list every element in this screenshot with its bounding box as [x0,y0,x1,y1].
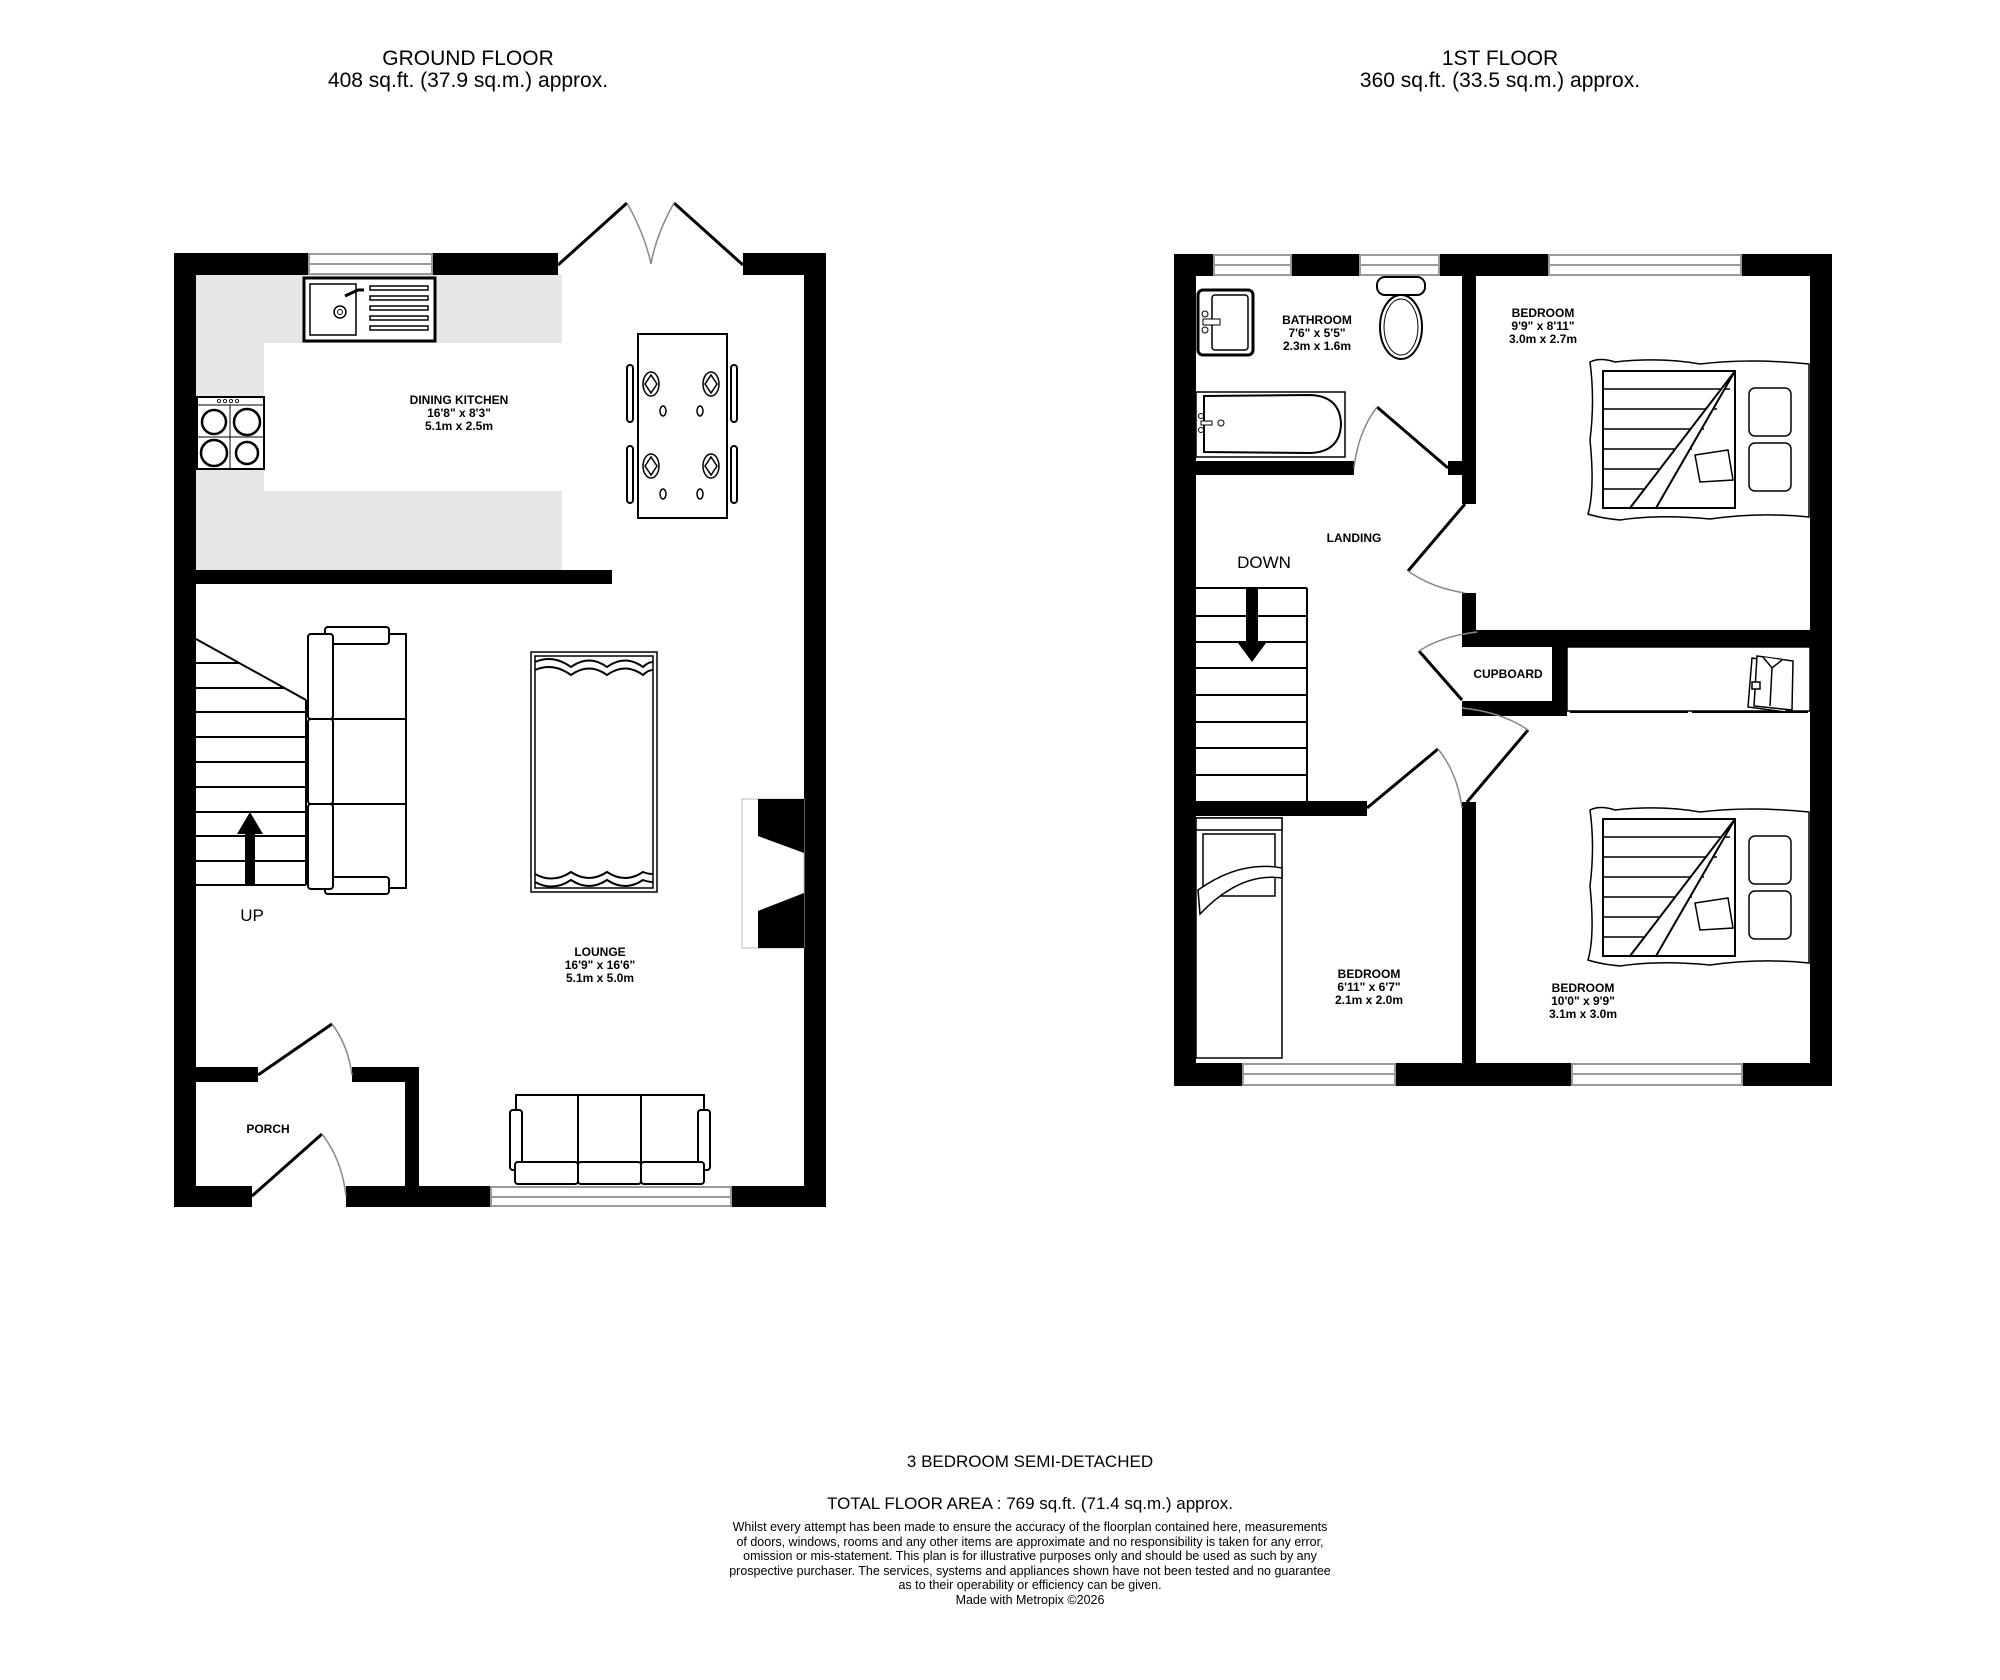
single-bed-icon [1195,817,1283,1059]
double-bed-icon [1587,358,1810,521]
ground-floor-windows [308,253,732,1207]
disclaimer: Whilst every attempt has been made to en… [600,1520,1460,1607]
room-size-imperial: 16'9" x 16'6" [564,958,636,972]
credit: Made with Metropix ©2026 [955,1592,1105,1607]
first-floor-windows [1213,254,1743,1086]
bath-icon [1195,391,1346,458]
room-label-bedroom-3: BEDROOM 10'0" x 9'9" 3.1m x 3.0m [1549,982,1617,1021]
shirt-icon [1747,655,1794,713]
first-floor-area: 360 sq.ft. (33.5 sq.m.) approx. [1359,69,1641,92]
disclaimer-line: as to their operability or efficiency ca… [898,1578,1162,1592]
room-label-bathroom: BATHROOM 7'6" x 5'5" 2.3m x 1.6m [1282,314,1352,353]
room-size-metric: 3.1m x 3.0m [1548,1007,1618,1021]
french-doors [556,201,745,267]
room-size-metric: 5.1m x 2.5m [424,419,494,433]
room-name: PORCH [246,1122,290,1136]
wardrobe-icon [1566,646,1811,713]
room-size-imperial: 7'6" x 5'5" [1288,326,1346,340]
room-label-bedroom-2: BEDROOM 6'11" x 6'7" 2.1m x 2.0m [1335,968,1403,1007]
room-label-lounge: LOUNGE 16'9" x 16'6" 5.1m x 5.0m [565,946,635,985]
room-size-imperial: 16'8" x 8'3" [427,406,491,420]
room-name: LANDING [1326,531,1382,545]
first-floor-walls [1174,254,1832,1086]
room-name: LOUNGE [574,945,626,959]
double-bed-icon [1587,806,1810,967]
sofa-front-icon [509,1094,711,1185]
room-label-dining-kitchen: DINING KITCHEN 16'8" x 8'3" 5.1m x 2.5m [410,394,509,433]
dining-table-icon [626,333,738,519]
rug-icon [530,651,658,893]
ground-floor-area: 408 sq.ft. (37.9 sq.m.) approx. [327,69,609,92]
room-size-metric: 2.3m x 1.6m [1282,339,1352,353]
room-label-porch: PORCH [246,1123,289,1136]
toilet-icon [1376,276,1426,360]
disclaimer-line: of doors, windows, rooms and any other i… [736,1534,1324,1549]
room-size-imperial: 6'11" x 6'7" [1337,980,1401,994]
first-floor-plan [1174,254,1832,1086]
ground-floor-title: GROUND FLOOR 408 sq.ft. (37.9 sq.m.) app… [268,48,668,92]
disclaimer-line: omission or mis-statement. This plan is … [743,1549,1317,1563]
room-label-cupboard: CUPBOARD [1473,668,1542,681]
room-name: DINING KITCHEN [409,393,509,407]
staircase-up-icon [195,638,307,886]
room-size-imperial: 10'0" x 9'9" [1551,994,1615,1008]
disclaimer-line: Whilst every attempt has been made to en… [732,1520,1328,1534]
room-size-metric: 3.0m x 2.7m [1508,332,1578,346]
ground-floor-name: GROUND FLOOR [382,47,554,70]
wash-basin-icon [1196,288,1255,357]
room-label-landing: LANDING [1327,532,1382,545]
ground-floor-plan [174,201,826,1207]
room-name: BEDROOM [1551,981,1615,995]
room-name: BEDROOM [1337,967,1401,981]
total-floor-area: TOTAL FLOOR AREA : 769 sq.ft. (71.4 sq.m… [827,1494,1233,1513]
first-floor-title: 1ST FLOOR 360 sq.ft. (33.5 sq.m.) approx… [1300,48,1700,92]
sofa-icon [307,626,407,895]
stairs-down-label: DOWN [1237,553,1291,572]
kitchen-sink-icon [302,276,437,343]
ground-floor-walls [174,253,826,1207]
room-name: BATHROOM [1282,313,1352,327]
porch-doors [251,1022,353,1198]
room-label-bedroom-1: BEDROOM 9'9" x 8'11" 3.0m x 2.7m [1509,307,1577,346]
room-name: CUPBOARD [1473,667,1543,681]
cooker-hob-icon [196,396,265,470]
room-size-imperial: 9'9" x 8'11" [1511,319,1575,333]
stairs-up-label: UP [240,906,264,925]
property-type: 3 BEDROOM SEMI-DETACHED [906,1452,1154,1471]
disclaimer-line: prospective purchaser. The services, sys… [729,1563,1331,1578]
fireplace-icon [741,798,805,949]
room-name: BEDROOM [1511,306,1575,320]
room-size-metric: 2.1m x 2.0m [1334,993,1404,1007]
room-size-metric: 5.1m x 5.0m [565,971,635,985]
first-floor-doors [1353,405,1530,810]
plan-footer: 3 BEDROOM SEMI-DETACHED TOTAL FLOOR AREA… [600,1452,1460,1607]
staircase-down-icon [1196,587,1308,801]
first-floor-name: 1ST FLOOR [1441,47,1559,70]
